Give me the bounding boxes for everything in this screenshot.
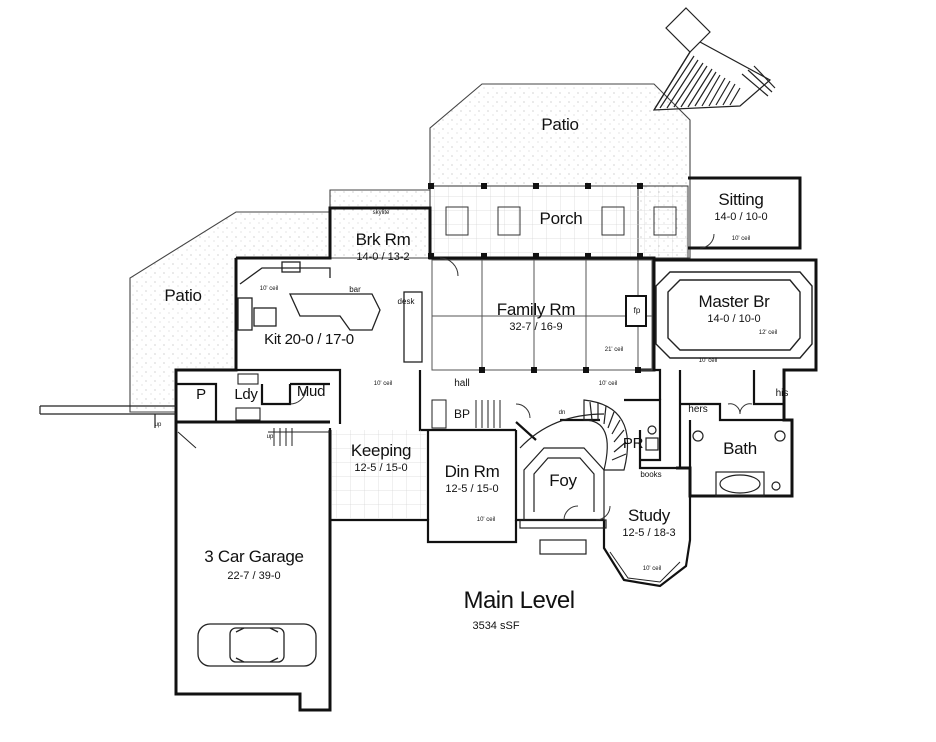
note-dn-stair: dn: [558, 410, 566, 416]
note-up-garage: up: [266, 434, 274, 440]
room-label-master: Master Br: [698, 292, 770, 311]
skylites: [445, 206, 677, 236]
room-label-keeping: Keeping: [350, 441, 412, 460]
ceiling-note-din-rm: 10' ceil: [476, 517, 496, 523]
room-label-kit: Kit 20-0 / 17-0: [264, 331, 354, 348]
door-swings: [289, 233, 753, 521]
car-outline: [197, 623, 317, 667]
foyer-bay: [523, 447, 605, 520]
bath-fixtures: [645, 425, 786, 497]
note-hall: hall: [454, 378, 470, 389]
room-label-ldy: Ldy: [234, 386, 258, 403]
room-label-study: Study: [628, 506, 670, 525]
room-dims-study: 12-5 / 18-3: [622, 527, 676, 539]
ceiling-note-family: 21' ceil: [604, 347, 624, 353]
room-label-bath: Bath: [723, 439, 757, 458]
room-label-mud: Mud: [296, 383, 326, 400]
room-label-sitting: Sitting: [718, 190, 764, 209]
plan-area: 3534 sSF: [472, 620, 520, 632]
room-label-brk-rm: Brk Rm: [355, 230, 411, 249]
ceiling-note-master: 12' ceil: [758, 330, 778, 336]
room-label-pr: PR: [622, 435, 644, 452]
deck-stairs: [652, 7, 776, 111]
room-dims-master: 14-0 / 10-0: [707, 313, 761, 325]
room-dims-sitting: 14-0 / 10-0: [714, 211, 768, 223]
note-ceil-mud: 10' ceil: [373, 381, 393, 387]
ceiling-note-kit: 10' ceil: [259, 286, 279, 292]
garage-walls: [174, 422, 332, 712]
room-label-family: Family Rm: [496, 300, 576, 319]
family-ceiling-beams: [431, 259, 653, 371]
note-up-walk: up: [154, 422, 162, 428]
spiral-stair: [519, 399, 629, 471]
room-label-patio-left: Patio: [164, 286, 202, 305]
keeping-floor: [332, 430, 426, 518]
room-dims-brk-rm: 14-0 / 13-2: [356, 251, 410, 263]
room-label-p: P: [196, 386, 206, 403]
room-dims-din-rm: 12-5 / 15-0: [445, 483, 499, 495]
family-posts: [479, 367, 641, 373]
entry-steps: [519, 519, 607, 555]
note-bp: BP: [453, 407, 471, 421]
plan-title: Main Level: [463, 587, 575, 614]
laundry-fixtures: [235, 373, 261, 421]
kitchen-fixtures: [237, 261, 423, 363]
room-label-porch: Porch: [539, 209, 583, 228]
room-label-garage: 3 Car Garage: [204, 547, 304, 566]
fireplace: [625, 295, 647, 327]
note-hers: hers: [688, 404, 708, 415]
note-ceil-hall: 10' ceil: [598, 381, 618, 387]
room-dims-garage: 22-7 / 39-0: [227, 570, 281, 582]
note-ceil-master-hall: 10' ceil: [698, 358, 718, 364]
ceiling-note-sitting: 10' ceil: [731, 236, 751, 242]
note-books: books: [640, 470, 662, 479]
hall-steps: [268, 399, 501, 446]
room-label-din-rm: Din Rm: [444, 462, 500, 481]
master-tray-ceiling: [655, 271, 813, 359]
note-skylite-brk: skylite: [372, 210, 390, 216]
room-dims-keeping: 12-5 / 15-0: [354, 462, 408, 474]
room-label-foy: Foy: [549, 471, 577, 490]
study-bay-windows: [609, 551, 681, 583]
note-his: his: [775, 388, 789, 399]
room-label-patio-top: Patio: [541, 115, 579, 134]
note-fp: fp: [633, 306, 641, 315]
garage-door-swing: [177, 431, 197, 449]
note-bar: bar: [349, 285, 361, 294]
walkway: [39, 405, 176, 428]
ceiling-note-study: 10' ceil: [642, 566, 662, 572]
porch-slab: [429, 185, 689, 259]
note-desk: desk: [397, 297, 415, 306]
room-dims-family: 32-7 / 16-9: [509, 321, 563, 333]
